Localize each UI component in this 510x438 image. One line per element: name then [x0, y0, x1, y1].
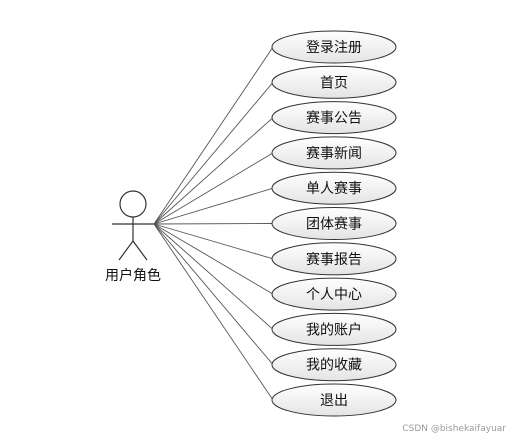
use-case: 退出: [271, 383, 397, 417]
use-case-ellipse: [271, 277, 397, 311]
association-line: [153, 223, 274, 295]
association-line: [153, 152, 274, 225]
use-case-label: 单人赛事: [306, 181, 362, 197]
use-case-label: 团体赛事: [306, 217, 362, 233]
association-line: [153, 187, 274, 225]
association-line: [153, 223, 274, 401]
association-line: [153, 117, 274, 225]
actor-label: 用户角色: [105, 267, 161, 284]
use-case-label: 我的收藏: [306, 358, 362, 374]
use-case-label: 个人中心: [306, 287, 362, 303]
use-case: 赛事报告: [271, 242, 397, 276]
association-lines: [153, 46, 274, 401]
use-case: 登录注册: [271, 30, 397, 64]
actor-left-leg: [118, 240, 134, 261]
association-line: [153, 46, 274, 225]
actor-right-leg: [132, 240, 148, 261]
use-case: 单人赛事: [271, 171, 397, 205]
use-case-ellipse: [271, 65, 397, 99]
use-case-ellipse: [271, 383, 397, 417]
association-line: [153, 223, 274, 260]
association-line: [153, 223, 274, 225]
use-case: 个人中心: [271, 277, 397, 311]
use-case: 赛事公告: [271, 101, 397, 135]
actor-head: [119, 190, 147, 218]
use-case-label: 登录注册: [306, 40, 362, 56]
use-case-label: 首页: [320, 75, 348, 91]
use-case: 团体赛事: [271, 207, 397, 240]
use-case-label: 赛事报告: [306, 252, 362, 268]
use-case-label: 赛事公告: [306, 111, 362, 127]
use-case-ellipse: [271, 136, 397, 170]
use-case: 我的收藏: [271, 348, 397, 382]
use-case-ellipse: [271, 348, 397, 382]
association-line: [153, 223, 274, 330]
use-case-ellipse: [271, 171, 397, 205]
use-case-label: 赛事新闻: [306, 146, 362, 162]
association-line: [153, 82, 274, 225]
use-case: 我的账户: [271, 312, 397, 346]
use-case-ellipse: [271, 242, 397, 276]
use-case-label: 退出: [320, 393, 348, 409]
actor-figure: 用户角色: [105, 190, 161, 284]
use-case-ellipse: [271, 101, 397, 135]
use-case-ellipse: [271, 30, 397, 64]
use-case: 首页: [271, 65, 397, 99]
use-case: 赛事新闻: [271, 136, 397, 170]
watermark: CSDN @bishekaifayuar: [402, 424, 506, 434]
use-case-label: 我的账户: [306, 321, 362, 338]
use-case-ellipse: [271, 312, 397, 346]
association-line: [153, 223, 274, 365]
use-case-ellipse: [271, 207, 397, 240]
